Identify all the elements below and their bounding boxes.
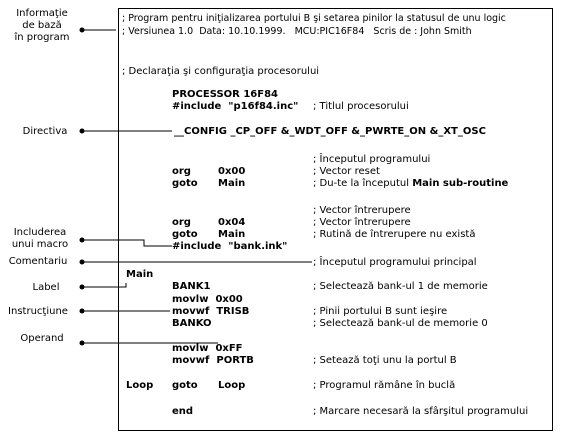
movwf-1-instruction: movwf TRISB — [172, 306, 250, 317]
program-start-comment: ; Începutul programului — [313, 154, 431, 165]
goto-3-comment: ; Programul rămâne în buclă — [313, 380, 456, 391]
header-comment-line2: ; Versiunea 1.0 Data: 10.10.1999. MCU:PI… — [122, 26, 472, 37]
main-program-comment: ; Începutul programului principal — [313, 257, 477, 268]
goto-2-operand: Main — [218, 229, 246, 240]
label-pointer-dot — [79, 284, 85, 290]
processor-directive: PROCESSOR 16F84 — [172, 89, 279, 100]
movlw-2-instruction: movlw 0xFF — [172, 343, 243, 354]
comment-label: Comentariu — [8, 256, 68, 267]
include-1-comment: ; Titlul procesorului — [313, 101, 409, 112]
include-directive-2: #include "bank.ink" — [172, 241, 288, 252]
config-directive: __CONFIG _CP_OFF &_WDT_OFF &_PWRTE_ON &_… — [174, 126, 486, 137]
bank0-comment: ; Selectează bank-ul de memorie 0 — [313, 318, 488, 329]
goto-1-operand: Main — [218, 178, 246, 189]
goto-3-instruction: goto — [172, 380, 198, 391]
operand-label: Operand — [20, 333, 64, 344]
org-2-comment: ; Vector întrerupere — [313, 217, 411, 228]
goto-1-comment-text: ; Du-te la începutul — [313, 178, 413, 189]
end-comment: ; Marcare necesară la sfârşitul programu… — [313, 406, 529, 417]
org-2-instruction: org — [172, 217, 191, 228]
info-label-line2: de bază — [22, 20, 62, 31]
info-label-line3: în program — [14, 32, 70, 43]
comment-pointer-dot — [79, 259, 85, 265]
movlw-1-instruction: movlw 0x00 — [172, 294, 243, 305]
declaration-comment: ; Declaraţia şi configuraţia procesorulu… — [122, 66, 320, 77]
directive-label: Directiva — [22, 126, 68, 137]
macro-label-line1: Includerea — [13, 227, 67, 238]
org-1-comment: ; Vector reset — [313, 166, 380, 177]
goto-1-comment-bold: Main sub-routine — [412, 178, 509, 189]
instruction-pointer-dot — [79, 308, 85, 314]
main-label: Main — [126, 269, 154, 280]
interrupt-vector-comment: ; Vector întrerupere — [313, 205, 411, 216]
movwf-1-comment: ; Pinii portului B sunt ieşire — [313, 306, 448, 317]
bank0-macro: BANKO — [172, 318, 212, 329]
end-directive: end — [172, 406, 194, 417]
org-2-operand: 0x04 — [218, 217, 246, 228]
org-1-operand: 0x00 — [218, 166, 246, 177]
org-1-instruction: org — [172, 166, 191, 177]
goto-1-instruction: goto — [172, 178, 198, 189]
instruction-label: Instrucţiune — [8, 306, 68, 317]
macro-pointer-line — [82, 239, 172, 247]
movwf-2-comment: ; Setează toţi unu la portul B — [313, 355, 457, 366]
label-pointer-line — [82, 283, 127, 288]
directive-pointer-dot — [79, 128, 85, 134]
bank1-comment: ; Selectează bank-ul 1 de memorie — [313, 281, 488, 292]
label-label: Label — [32, 282, 60, 293]
macro-pointer-dot — [79, 237, 85, 243]
loop-label: Loop — [126, 380, 154, 391]
goto-2-comment: ; Rutină de întrerupere nu există — [313, 229, 476, 240]
goto-1-comment: ; Du-te la începutul Main sub-routine — [313, 178, 508, 189]
code-listing-box — [118, 8, 553, 431]
info-label-line1: Informaţie — [16, 8, 68, 19]
goto-2-instruction: goto — [172, 229, 198, 240]
macro-label-line2: unui macro — [11, 239, 69, 250]
bank1-macro: BANK1 — [172, 281, 211, 292]
include-directive-1: #include "p16f84.inc" — [172, 101, 299, 112]
header-comment-line1: ; Program pentru iniţializarea portului … — [122, 13, 506, 24]
goto-3-operand: Loop — [218, 380, 246, 391]
operand-pointer-dot — [79, 340, 85, 346]
movwf-2-instruction: movwf PORTB — [172, 355, 254, 366]
info-pointer-dot — [79, 27, 85, 33]
